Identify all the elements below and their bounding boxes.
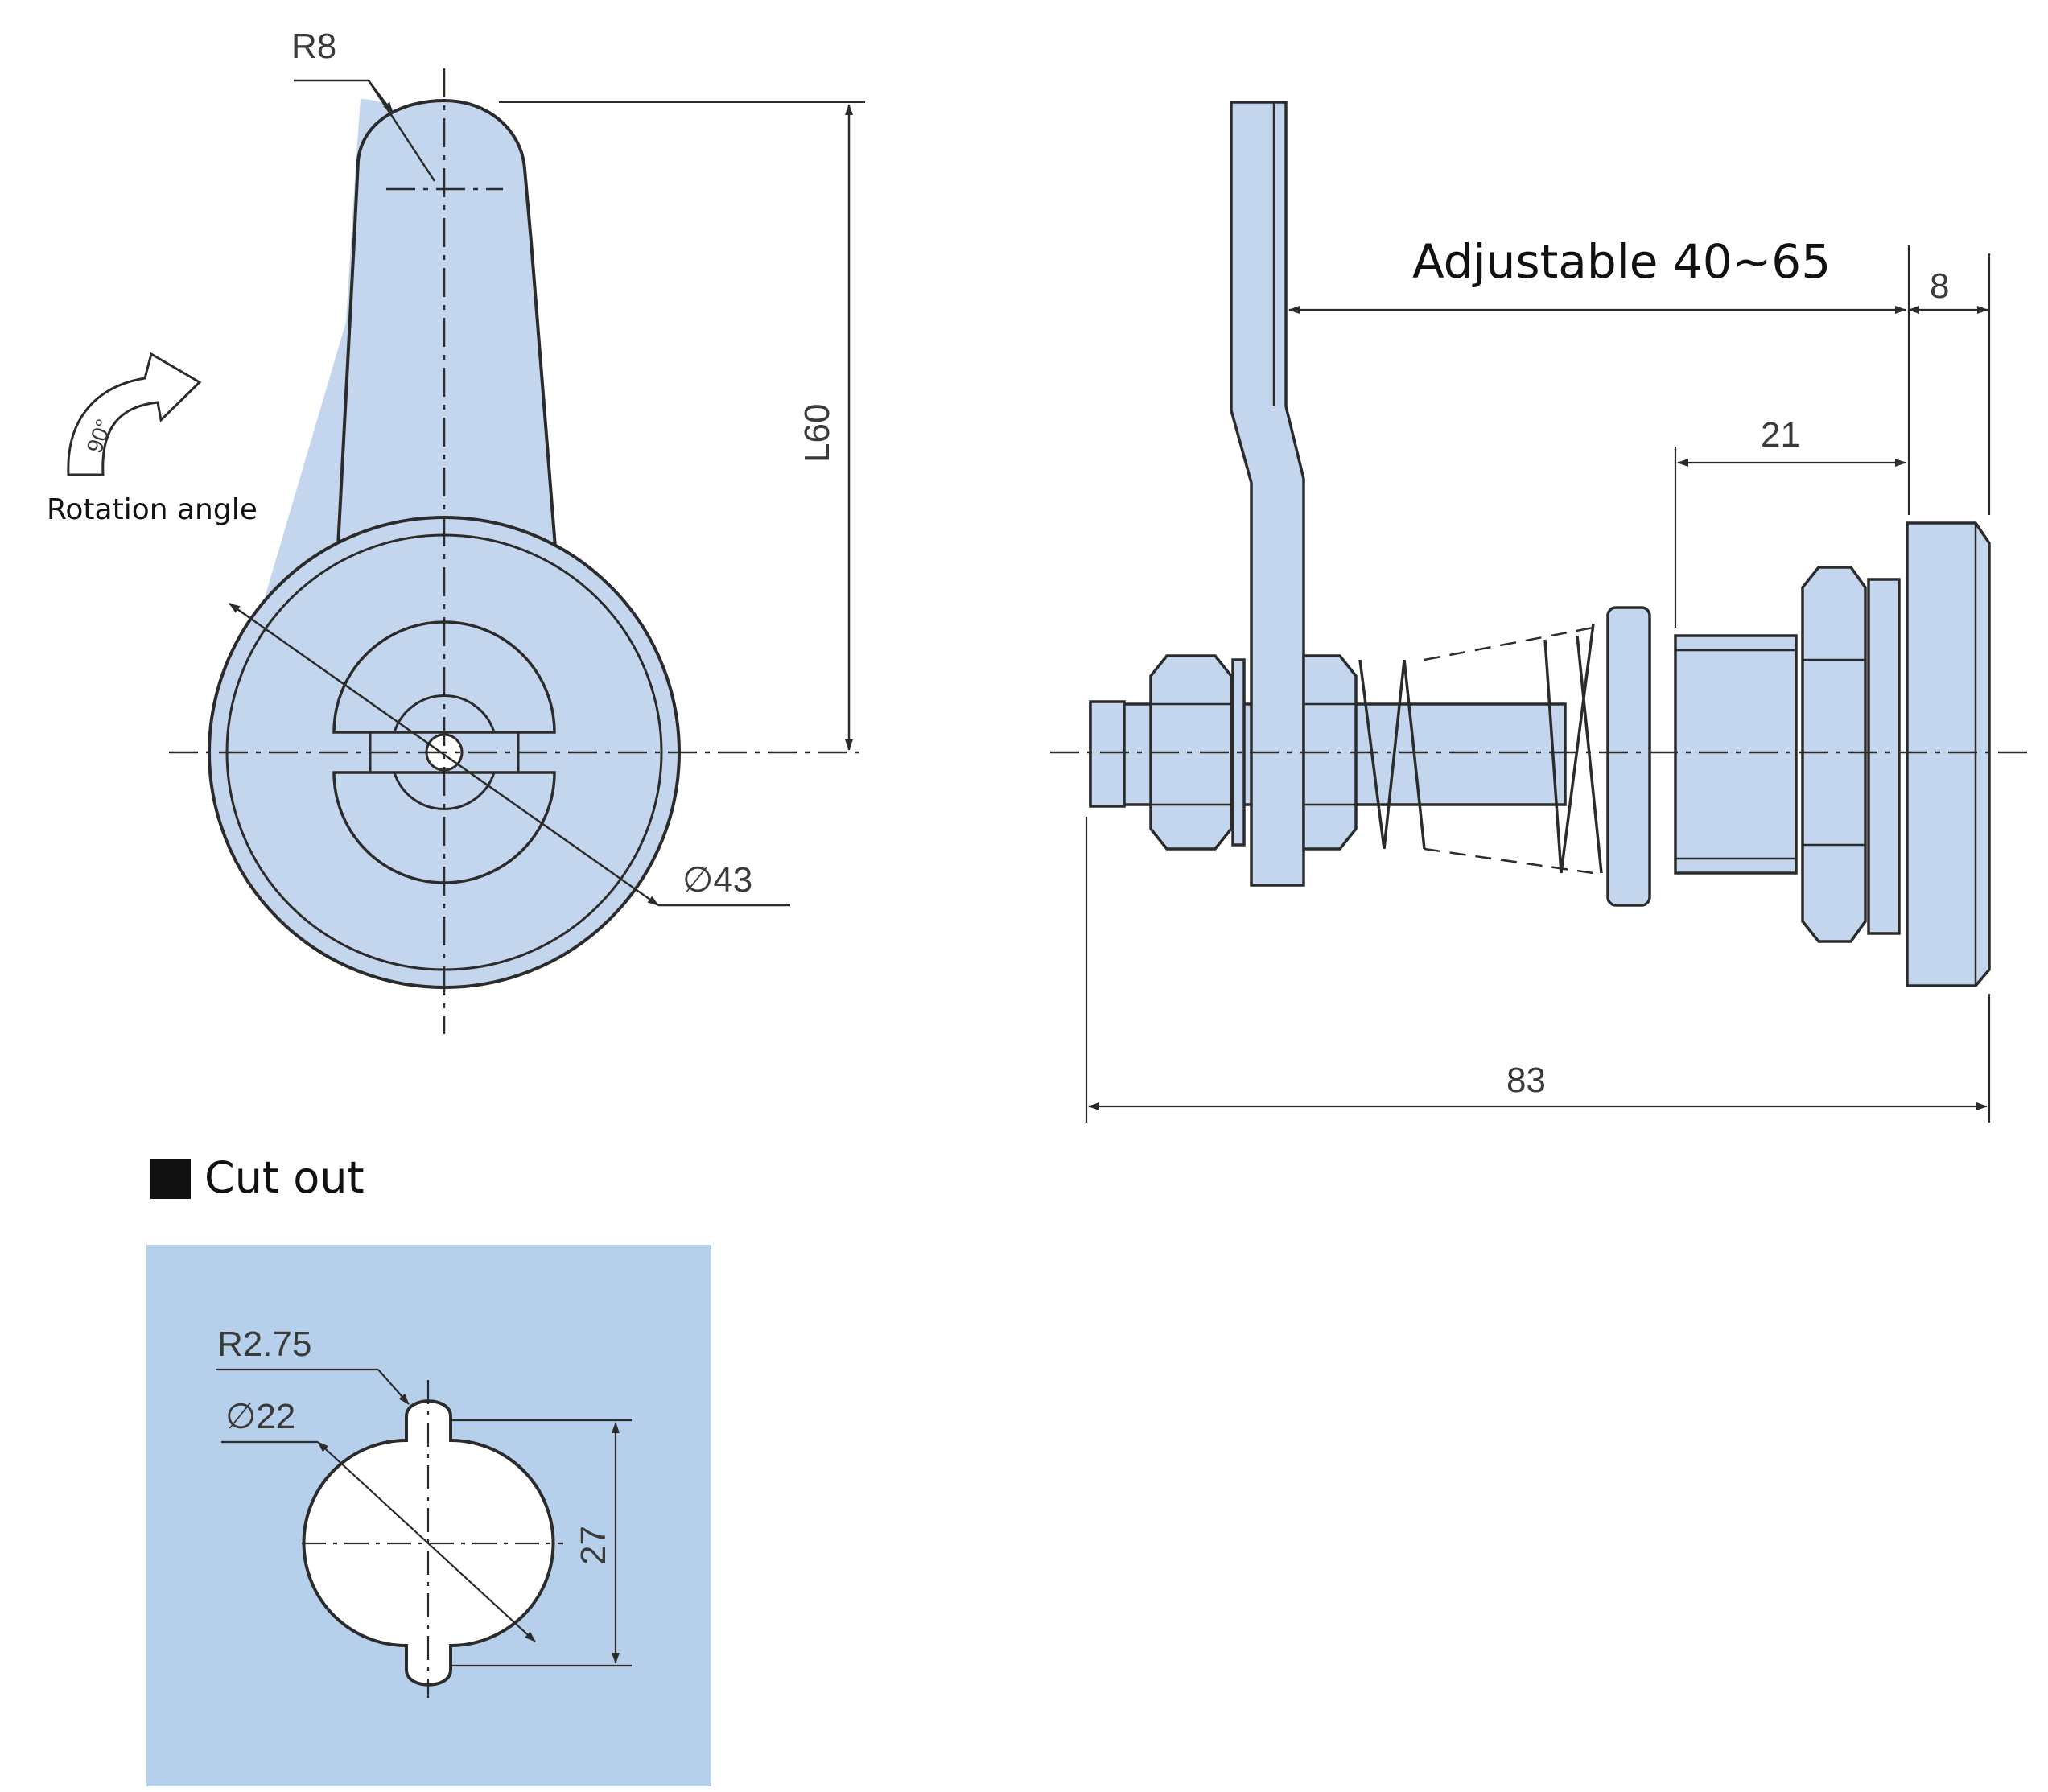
lock-head <box>1906 521 1991 987</box>
threaded-body <box>1674 634 1798 875</box>
side-view-dimensions <box>1085 245 1991 1123</box>
lock-handle-outline <box>336 98 557 548</box>
cutout-title-square-icon <box>150 1159 191 1199</box>
l60-label: L60 <box>797 404 837 463</box>
rotation-angle-icon: 90° Rotation angle <box>47 352 258 526</box>
d43-label: ∅43 <box>682 860 752 900</box>
spring <box>1358 623 1603 875</box>
panel-hex-nut <box>1801 566 1867 943</box>
adjustable-label: Adjustable 40~65 <box>1412 234 1831 289</box>
d43-leader <box>229 602 659 907</box>
side-view <box>1050 101 2032 987</box>
r275-leader <box>377 1369 410 1405</box>
d22-label: ∅22 <box>225 1397 295 1436</box>
r8-label: R8 <box>291 27 336 66</box>
gasket <box>1867 578 1901 935</box>
dim-21-label: 21 <box>1761 415 1800 455</box>
dim-8-label: 8 <box>1930 266 1949 306</box>
dim-27-label: 27 <box>574 1526 613 1565</box>
cutout-panel: R2.75 ∅22 27 <box>146 1245 711 1786</box>
dim-83-label: 83 <box>1506 1061 1546 1100</box>
cam-bar <box>1230 101 1305 887</box>
r275-label: R2.75 <box>217 1324 311 1364</box>
stem-tip <box>1089 700 1126 808</box>
d22-leader <box>317 1441 536 1642</box>
mounting-washer <box>1606 606 1651 907</box>
rotation-angle-caption: Rotation angle <box>47 493 258 526</box>
front-view: R8 L60 ∅43 <box>169 27 865 1034</box>
cutout-title: Cut out <box>204 1152 365 1203</box>
